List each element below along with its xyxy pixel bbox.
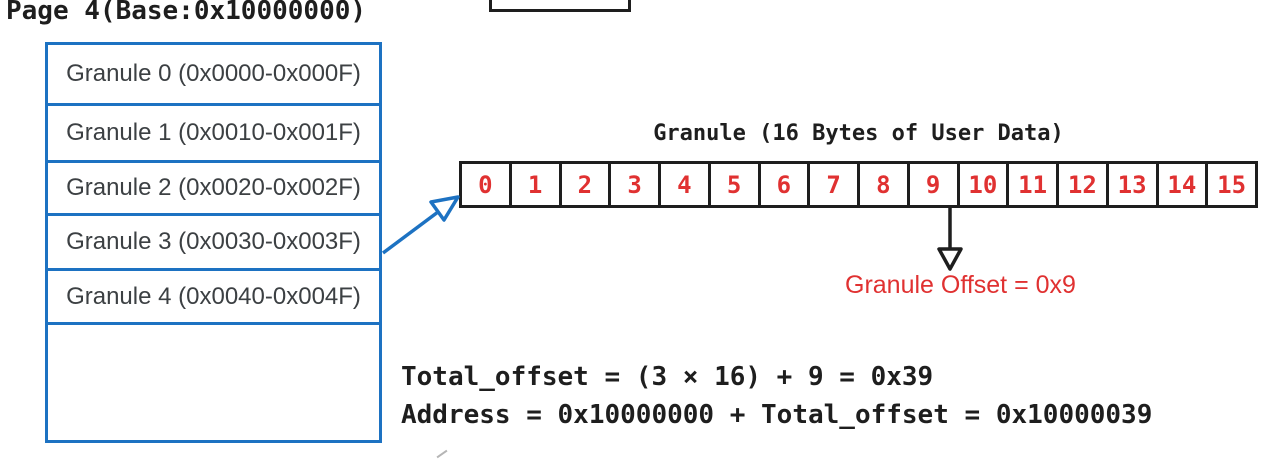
offset-calculation: Total_offset = (3 × 16) + 9 = 0x39 Addre…: [401, 358, 1152, 434]
byte-cell-8: 8: [860, 164, 910, 205]
granule-row-label: Granule 2 (0x0020-0x002F): [66, 174, 361, 201]
byte-index: 2: [577, 170, 593, 199]
granule-offset-label: Granule Offset = 0x9: [845, 271, 1076, 299]
byte-index: 4: [677, 170, 692, 199]
granule-row-empty: [48, 325, 379, 440]
granule-row-0: Granule 0 (0x0000-0x000F): [48, 45, 379, 106]
granule-row-4: Granule 4 (0x0040-0x004F): [48, 271, 379, 325]
byte-index: 15: [1217, 170, 1247, 199]
calc-line-address: Address = 0x10000000 + Total_offset = 0x…: [401, 400, 1153, 430]
byte-cell-7: 7: [810, 164, 860, 205]
byte-index: 8: [876, 170, 891, 199]
byte-cell-12: 12: [1059, 164, 1109, 205]
byte-cell-9: 9: [910, 164, 960, 205]
byte-cell-15: 15: [1208, 164, 1255, 205]
byte-cell-10: 10: [960, 164, 1010, 205]
byte-index: 14: [1167, 170, 1197, 199]
granule-detail-title: Granule (16 Bytes of User Data): [653, 121, 1064, 146]
cutoff-box-top: [489, 0, 631, 12]
granule-row-2: Granule 2 (0x0020-0x002F): [48, 163, 379, 216]
granule-row-1: Granule 1 (0x0010-0x001F): [48, 106, 379, 163]
byte-index: 7: [826, 170, 841, 199]
granule-row-label: Granule 1 (0x0010-0x001F): [66, 119, 361, 146]
granule-row-label: Granule 4 (0x0040-0x004F): [66, 282, 361, 310]
byte-cell-6: 6: [761, 164, 811, 205]
byte-index: 6: [776, 170, 792, 199]
byte-cell-13: 13: [1109, 164, 1159, 205]
granule3-to-detail-arrow: [381, 195, 460, 255]
byte-index: 5: [726, 170, 742, 199]
page-title: Page 4(Base:0x10000000): [6, 0, 367, 26]
byte-index: 12: [1067, 170, 1097, 199]
granule-row-label: Granule 0 (0x0000-0x000F): [66, 60, 361, 87]
byte-cell-4: 4: [661, 164, 711, 205]
byte-cell-2: 2: [562, 164, 612, 205]
byte-index: 3: [627, 170, 642, 199]
granule-row-label: Granule 3 (0x0030-0x003F): [66, 228, 361, 255]
byte-cell-1: 1: [512, 164, 562, 205]
byte-cell-row: 0 1 2 3 4 5 6 7 8 9 10 11 12 13 14 15: [459, 161, 1258, 208]
byte-cell-5: 5: [711, 164, 761, 205]
calc-line-total-offset: Total_offset = (3 × 16) + 9 = 0x39: [401, 362, 934, 392]
page-granule-table: Granule 0 (0x0000-0x000F) Granule 1 (0x0…: [45, 42, 382, 443]
byte-index: 0: [478, 170, 493, 199]
byte-cell-11: 11: [1009, 164, 1059, 205]
byte-cell-3: 3: [611, 164, 661, 205]
offset-down-arrow: [937, 208, 963, 271]
byte-index: 1: [527, 170, 543, 199]
granule-row-3: Granule 3 (0x0030-0x003F): [48, 216, 379, 271]
byte-index: 9: [925, 170, 941, 199]
byte-index: 13: [1117, 170, 1147, 199]
byte-index: 10: [968, 170, 998, 199]
byte-cell-14: 14: [1159, 164, 1209, 205]
stray-mark: [436, 449, 448, 459]
byte-index: 11: [1018, 170, 1048, 199]
byte-cell-0: 0: [462, 164, 512, 205]
